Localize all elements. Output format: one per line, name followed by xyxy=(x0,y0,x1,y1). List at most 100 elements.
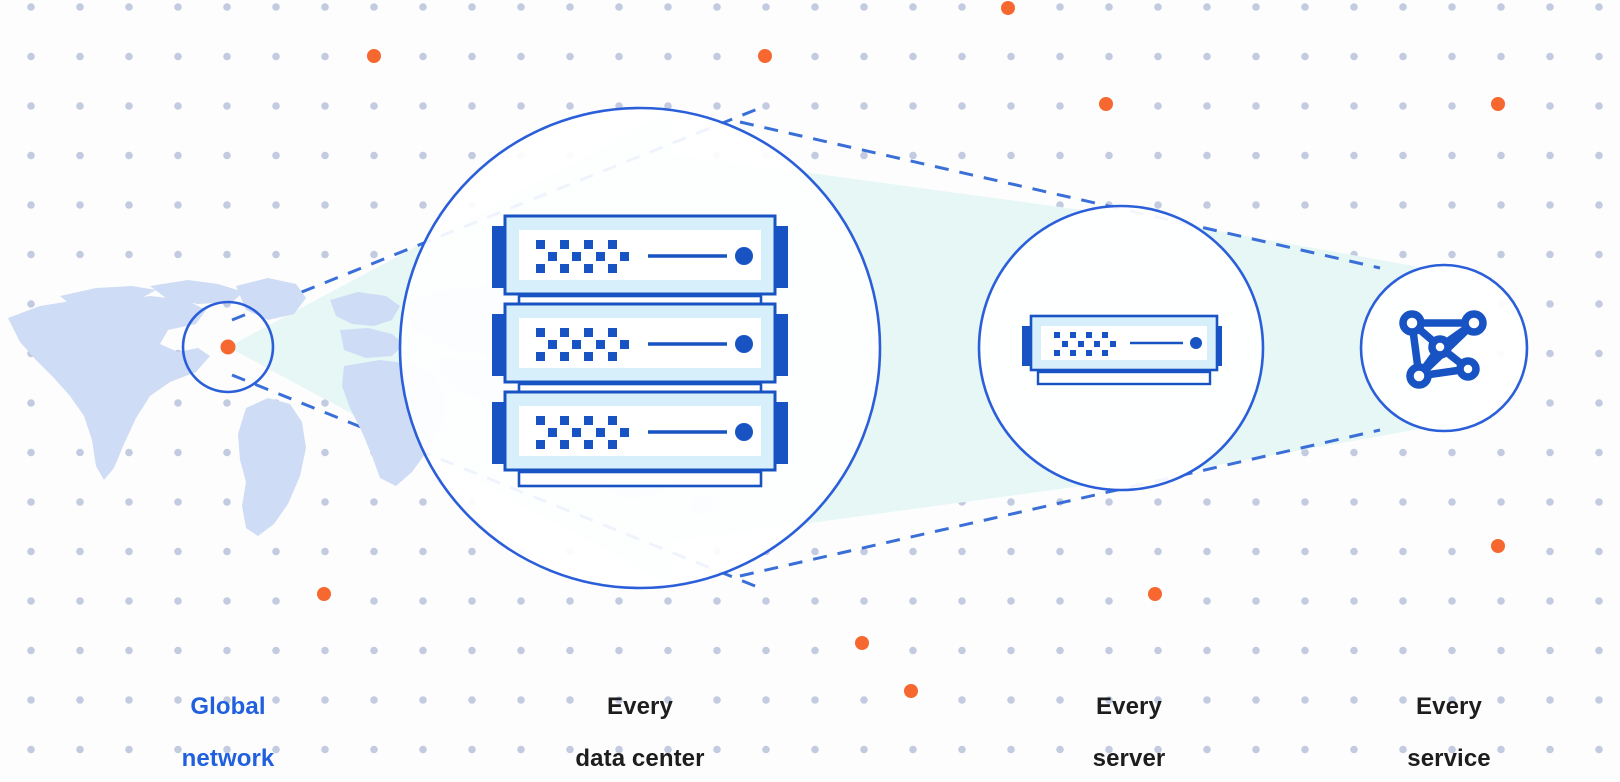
grid-dot xyxy=(125,102,133,110)
grid-dot xyxy=(272,3,280,11)
grid-dot xyxy=(1448,201,1456,209)
grid-dot xyxy=(370,696,378,704)
grid-dot xyxy=(1497,498,1505,506)
grid-dot xyxy=(909,3,917,11)
grid-dot xyxy=(1595,3,1603,11)
grid-dot xyxy=(860,547,868,556)
rack-unit-1 xyxy=(492,214,788,312)
grid-dot xyxy=(1595,250,1603,259)
grid-dot xyxy=(1154,3,1162,11)
grid-dot xyxy=(1154,151,1162,160)
grid-dot xyxy=(1105,745,1113,754)
grid-dot xyxy=(419,151,427,160)
orange-accent-dot xyxy=(1491,539,1505,553)
grid-dot xyxy=(1301,3,1309,11)
grid-dot xyxy=(1546,201,1554,209)
grid-dot xyxy=(1595,300,1603,308)
grid-dot xyxy=(174,646,182,655)
grid-dot xyxy=(1203,52,1211,61)
grid-dot xyxy=(223,745,231,754)
grid-dot xyxy=(1301,745,1309,754)
grid-dot xyxy=(1301,448,1309,457)
grid-dot xyxy=(1595,102,1603,110)
grid-dot xyxy=(27,547,35,556)
grid-dot xyxy=(1203,597,1211,605)
grid-dot xyxy=(517,102,525,110)
grid-dot xyxy=(1203,696,1211,704)
grid-dot xyxy=(76,3,84,11)
grid-dot xyxy=(1546,745,1554,754)
grid-dot xyxy=(811,102,819,110)
grid-dot xyxy=(1399,547,1407,556)
grid-dot xyxy=(1154,52,1162,61)
grid-dot xyxy=(1448,102,1456,110)
grid-dot xyxy=(1105,547,1113,556)
grid-dot xyxy=(664,646,672,655)
grid-dot xyxy=(1056,547,1064,556)
grid-dot xyxy=(1301,52,1309,61)
grid-dot xyxy=(713,102,721,110)
grid-dot xyxy=(1007,52,1015,61)
grid-dot xyxy=(321,547,329,556)
grid-dot xyxy=(1105,52,1113,61)
grid-dot xyxy=(1056,646,1064,655)
grid-dot xyxy=(223,102,231,110)
grid-dot xyxy=(174,102,182,110)
grid-dot xyxy=(1595,349,1603,358)
grid-dot xyxy=(958,646,966,655)
grid-dot xyxy=(1399,696,1407,704)
grid-dot xyxy=(76,151,84,160)
grid-dot xyxy=(1007,597,1015,605)
grid-dot xyxy=(1350,52,1358,61)
grid-dot xyxy=(125,646,133,655)
grid-dot xyxy=(125,597,133,605)
orange-accent-dot xyxy=(367,49,381,63)
grid-dot xyxy=(370,201,378,209)
grid-dot xyxy=(1105,3,1113,11)
grid-dot xyxy=(321,250,329,259)
grid-dot xyxy=(125,151,133,160)
grid-dot xyxy=(1546,597,1554,605)
grid-dot xyxy=(1350,102,1358,110)
grid-dot xyxy=(174,745,182,754)
grid-dot xyxy=(27,151,35,160)
orange-accent-dot xyxy=(1001,1,1015,15)
grid-dot xyxy=(125,696,133,704)
grid-dot xyxy=(1448,498,1456,506)
grid-dot xyxy=(1056,102,1064,110)
grid-dot xyxy=(1154,696,1162,704)
grid-dot xyxy=(27,448,35,457)
grid-dot xyxy=(958,597,966,605)
grid-dot xyxy=(1595,498,1603,506)
grid-dot xyxy=(1399,52,1407,61)
grid-dot xyxy=(1301,696,1309,704)
grid-dot xyxy=(1448,696,1456,704)
grid-dot xyxy=(76,52,84,61)
grid-dot xyxy=(321,3,329,11)
grid-dot xyxy=(1546,646,1554,655)
grid-dot xyxy=(1007,696,1015,704)
grid-dot xyxy=(27,696,35,704)
grid-dot xyxy=(566,696,574,704)
grid-dot xyxy=(1350,498,1358,506)
grid-dot xyxy=(419,646,427,655)
grid-dot xyxy=(1399,646,1407,655)
grid-dot xyxy=(1007,102,1015,110)
dashed-line-lower-2 xyxy=(739,428,1381,578)
grid-dot xyxy=(223,448,231,457)
grid-dot xyxy=(1350,3,1358,11)
grid-dot xyxy=(517,3,525,11)
grid-dot xyxy=(860,52,868,61)
grid-dot xyxy=(272,102,280,110)
grid-dot xyxy=(27,745,35,754)
grid-dot xyxy=(664,597,672,605)
grid-dot xyxy=(174,399,182,407)
orange-accent-dot xyxy=(904,684,918,698)
grid-dot xyxy=(566,102,574,110)
grid-dot xyxy=(1154,498,1162,506)
grid-dot xyxy=(615,3,623,11)
orange-accent-dot xyxy=(221,340,235,354)
grid-dot xyxy=(615,597,623,605)
grid-dot xyxy=(860,3,868,11)
